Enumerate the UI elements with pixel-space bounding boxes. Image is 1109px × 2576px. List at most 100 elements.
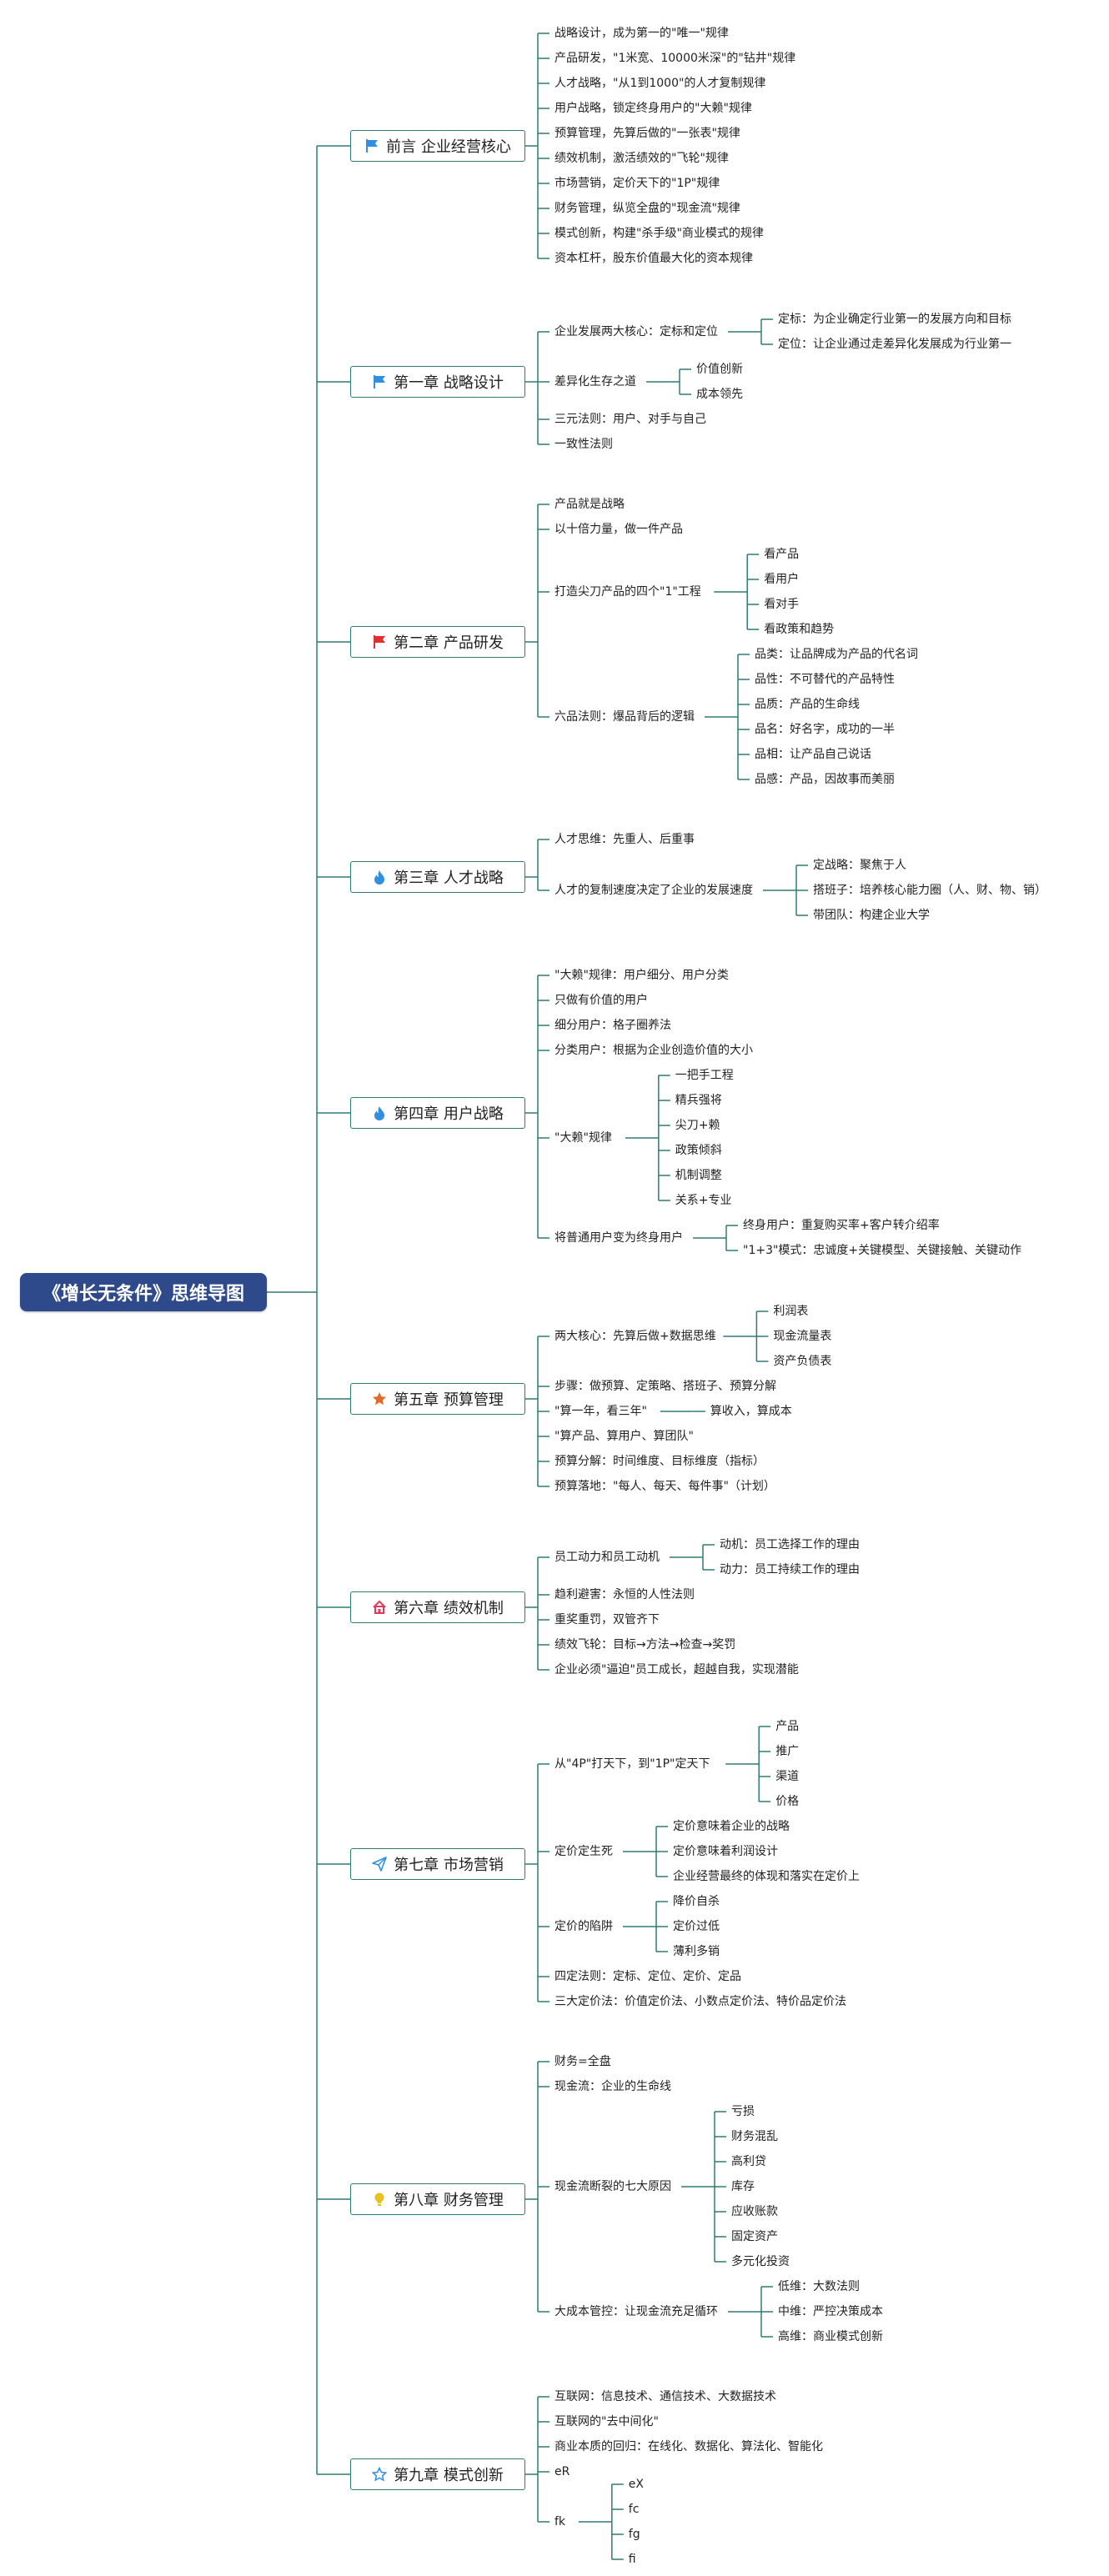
subtopic-item[interactable]: 品性：不可替代的产品特性: [755, 673, 895, 686]
subtopic-item[interactable]: 搭班子：培养核心能力圈（人、财、物、销）: [813, 884, 1046, 897]
topic-item[interactable]: 财务管理，纵览全盘的"现金流"规律: [554, 202, 740, 215]
subtopic-item[interactable]: 定价过低: [673, 1920, 720, 1933]
root-topic[interactable]: 《增长无条件》思维导图: [20, 1273, 267, 1311]
topic-item[interactable]: "算一年，看三年": [554, 1405, 647, 1418]
subtopic-item[interactable]: 利润表: [773, 1305, 809, 1318]
topic-item[interactable]: 企业必须"逼迫"员工成长，超越自我，实现潜能: [554, 1663, 799, 1676]
topic-item[interactable]: 四定法则：定标、定位、定价、定品: [554, 1970, 741, 1983]
topic-item[interactable]: 市场营销，定价天下的"1P"规律: [554, 177, 720, 190]
subtopic-item[interactable]: 定价意味着利润设计: [673, 1845, 778, 1858]
subtopic-item[interactable]: 动力：员工持续工作的理由: [720, 1563, 860, 1576]
topic-item[interactable]: 差异化生存之道: [554, 375, 636, 388]
subtopic-item[interactable]: 渠道: [775, 1770, 800, 1783]
subtopic-item[interactable]: 现金流量表: [773, 1330, 832, 1343]
subtopic-item[interactable]: 财务混乱: [731, 2130, 778, 2143]
topic-item[interactable]: fk: [554, 2515, 566, 2528]
topic-item[interactable]: "大赖"规律：用户细分、用户分类: [554, 969, 729, 982]
topic-item[interactable]: 步骤：做预算、定策略、搭班子、预算分解: [554, 1380, 776, 1393]
topic-item[interactable]: 细分用户：格子圈养法: [554, 1019, 671, 1032]
subtopic-item[interactable]: fi: [628, 2553, 636, 2566]
topic-item[interactable]: 大成本管控：让现金流充足循环: [554, 2305, 718, 2318]
topic-item[interactable]: 将普通用户变为终身用户: [554, 1231, 683, 1245]
chapter-3[interactable]: 第三章 人才战略: [350, 861, 525, 893]
topic-item[interactable]: 财务=全盘: [554, 2055, 611, 2068]
topic-item[interactable]: 资本杠杆，股东价值最大化的资本规律: [554, 252, 753, 265]
chapter-1[interactable]: 第一章 战略设计: [350, 366, 525, 398]
subtopic-item[interactable]: 亏损: [731, 2105, 755, 2118]
topic-item[interactable]: 以十倍力量，做一件产品: [554, 523, 683, 536]
topic-item[interactable]: 用户战略，锁定终身用户的"大赖"规律: [554, 102, 752, 115]
topic-item[interactable]: 现金流断裂的七大原因: [554, 2180, 671, 2193]
subtopic-item[interactable]: 尖刀+赖: [675, 1119, 720, 1132]
topic-item[interactable]: 预算管理，先算后做的"一张表"规律: [554, 127, 740, 140]
subtopic-item[interactable]: 政策倾斜: [675, 1144, 722, 1157]
subtopic-item[interactable]: 品类：让品牌成为产品的代名词: [755, 648, 918, 661]
subtopic-item[interactable]: 一把手工程: [675, 1069, 734, 1082]
topic-item[interactable]: 两大核心：先算后做+数据思维: [554, 1330, 716, 1343]
topic-item[interactable]: 定价定生死: [554, 1845, 613, 1858]
chapter-7[interactable]: 第七章 市场营销: [350, 1848, 525, 1880]
subtopic-item[interactable]: 价格: [775, 1795, 800, 1808]
topic-item[interactable]: 战略设计，成为第一的"唯一"规律: [554, 27, 729, 40]
chapter-5[interactable]: 第五章 预算管理: [350, 1383, 525, 1415]
topic-item[interactable]: 绩效机制，激活绩效的"飞轮"规律: [554, 152, 729, 165]
subtopic-item[interactable]: 推广: [775, 1745, 800, 1758]
subtopic-item[interactable]: 带团队：构建企业大学: [813, 909, 930, 922]
chapter-9[interactable]: 第九章 模式创新: [350, 2458, 525, 2490]
subtopic-item[interactable]: 看用户: [764, 573, 800, 586]
subtopic-item[interactable]: 定位：让企业通过走差异化发展成为行业第一: [778, 338, 1011, 351]
topic-item[interactable]: 三元法则：用户、对手与自己: [554, 413, 706, 426]
topic-item[interactable]: 模式创新，构建"杀手级"商业模式的规律: [554, 227, 764, 240]
subtopic-item[interactable]: 看产品: [764, 548, 800, 561]
topic-item[interactable]: 一致性法则: [554, 438, 613, 451]
subtopic-item[interactable]: eX: [628, 2478, 645, 2491]
topic-item[interactable]: "算产品、算用户、算团队": [554, 1430, 694, 1443]
subtopic-item[interactable]: 动机：员工选择工作的理由: [720, 1538, 860, 1551]
subtopic-item[interactable]: 算收入，算成本: [710, 1405, 792, 1418]
subtopic-item[interactable]: 关系+专业: [675, 1194, 732, 1207]
topic-item[interactable]: 趋利避害：永恒的人性法则: [554, 1588, 695, 1601]
subtopic-item[interactable]: 高维：商业模式创新: [778, 2330, 883, 2343]
subtopic-item[interactable]: 定战略：聚焦于人: [813, 859, 906, 872]
subtopic-item[interactable]: 品相：让产品自己说话: [755, 748, 871, 761]
subtopic-item[interactable]: "1+3"模式：忠诚度+关键模型、关键接触、关键动作: [743, 1244, 1022, 1257]
subtopic-item[interactable]: 机制调整: [675, 1169, 722, 1182]
subtopic-item[interactable]: 资产负债表: [773, 1355, 832, 1368]
topic-item[interactable]: 打造尖刀产品的四个"1"工程: [554, 585, 701, 599]
subtopic-item[interactable]: 多元化投资: [731, 2255, 790, 2268]
chapter-2[interactable]: 第二章 产品研发: [350, 626, 525, 658]
topic-item[interactable]: 定价的陷阱: [554, 1920, 613, 1933]
subtopic-item[interactable]: 定标：为企业确定行业第一的发展方向和目标: [778, 313, 1011, 326]
subtopic-item[interactable]: 高利贷: [731, 2155, 766, 2168]
subtopic-item[interactable]: fg: [628, 2528, 640, 2541]
topic-item[interactable]: 产品研发，"1米宽、10000米深"的"钻井"规律: [554, 52, 796, 65]
topic-item[interactable]: 绩效飞轮：目标→方法→检查→奖罚: [554, 1638, 736, 1651]
topic-item[interactable]: eR: [554, 2465, 570, 2478]
topic-item[interactable]: 预算分解：时间维度、目标维度（指标）: [554, 1455, 765, 1468]
topic-item[interactable]: 六品法则：爆品背后的逻辑: [554, 710, 695, 724]
topic-item[interactable]: "大赖"规律: [554, 1131, 612, 1145]
subtopic-item[interactable]: 精兵强将: [675, 1094, 722, 1107]
subtopic-item[interactable]: 品感：产品，因故事而美丽: [755, 773, 895, 786]
topic-item[interactable]: 从"4P"打天下，到"1P"定天下: [554, 1757, 710, 1771]
chapter-4[interactable]: 第四章 用户战略: [350, 1097, 525, 1129]
subtopic-item[interactable]: 终身用户：重复购买率+客户转介绍率: [743, 1219, 940, 1232]
subtopic-item[interactable]: 产品: [775, 1720, 800, 1733]
topic-item[interactable]: 只做有价值的用户: [554, 994, 648, 1007]
subtopic-item[interactable]: 成本领先: [696, 388, 743, 401]
topic-item[interactable]: 三大定价法：价值定价法、小数点定价法、特价品定价法: [554, 1995, 846, 2008]
subtopic-item[interactable]: 定价意味着企业的战略: [673, 1820, 790, 1833]
topic-item[interactable]: 产品就是战略: [554, 498, 625, 511]
subtopic-item[interactable]: 降价自杀: [673, 1895, 720, 1908]
topic-item[interactable]: 员工动力和员工动机: [554, 1551, 660, 1564]
subtopic-item[interactable]: 品名：好名字，成功的一半: [755, 723, 895, 736]
chapter-0[interactable]: 前言 企业经营核心: [350, 130, 525, 162]
subtopic-item[interactable]: 薄利多销: [673, 1945, 720, 1958]
subtopic-item[interactable]: 品质：产品的生命线: [755, 698, 860, 711]
topic-item[interactable]: 人才的复制速度决定了企业的发展速度: [554, 884, 753, 897]
chapter-6[interactable]: 第六章 绩效机制: [350, 1591, 525, 1623]
topic-item[interactable]: 重奖重罚，双管齐下: [554, 1613, 660, 1626]
topic-item[interactable]: 人才思维：先重人、后重事: [554, 833, 695, 846]
subtopic-item[interactable]: 价值创新: [696, 363, 743, 376]
topic-item[interactable]: 预算落地："每人、每天、每件事"（计划）: [554, 1480, 775, 1493]
